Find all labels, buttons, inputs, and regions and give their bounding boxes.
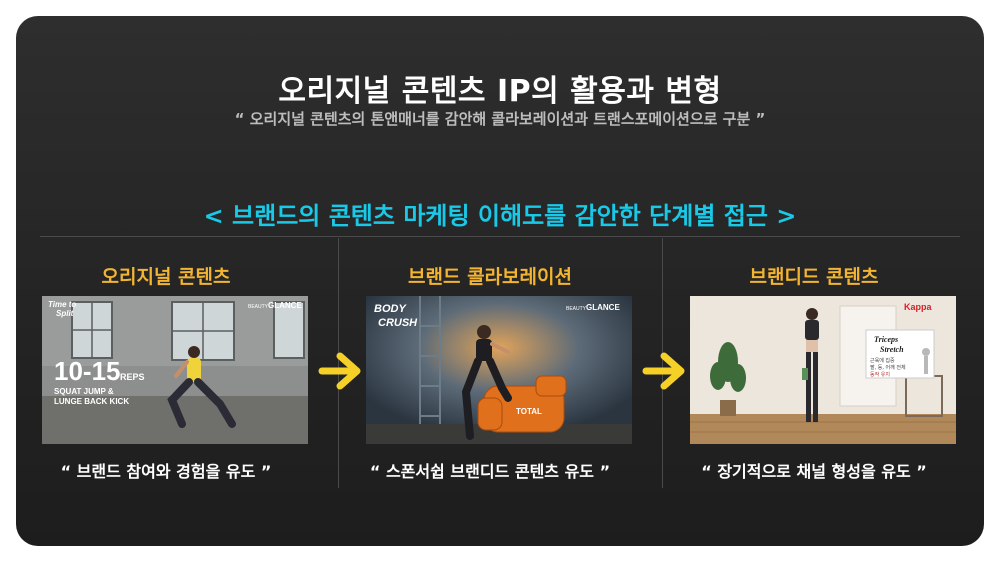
- thumbnail-original[interactable]: 10-15 REPS SQUAT JUMP & LUNGE BACK KICK …: [42, 296, 308, 444]
- column-title: 브랜드 콜라보레이션: [408, 266, 572, 288]
- divider-vertical: [662, 238, 663, 488]
- column-caption: “ 브랜드 참여와 경험을 유도 ”: [60, 462, 272, 481]
- column-caption: “ 장기적으로 채널 형성을 유도 ”: [701, 462, 927, 481]
- overlay-line2: LUNGE BACK KICK: [54, 397, 129, 406]
- slide: 오리지널 콘텐츠 IP의 활용과 변형 “ 오리지널 콘텐츠의 톤앤매너를 감안…: [16, 16, 984, 546]
- overlay-line1: SQUAT JUMP &: [54, 387, 114, 396]
- column-title: 브랜디드 콘텐츠: [749, 266, 879, 288]
- card-line2: 팔, 등, 어깨 전체: [870, 364, 906, 371]
- logo-prefix: BEAUTY: [566, 306, 587, 312]
- barrel-text: TOTAL: [516, 407, 542, 416]
- overlay-tag2: CRUSH: [378, 317, 418, 329]
- logo-glance: GLANCE: [268, 301, 302, 310]
- slide-subtitle: “ 오리지널 콘텐츠의 톤앤매너를 감안해 콜라보레이션과 트랜스포메이션으로 …: [234, 110, 766, 128]
- column-caption: “ 스폰서쉽 브랜디드 콘텐츠 유도 ”: [369, 462, 611, 481]
- approach-heading: < 브랜드의 콘텐츠 마케팅 이해도를 감안한 단계별 접근 >: [203, 202, 797, 230]
- logo-glance: GLANCE: [586, 303, 620, 312]
- card-title2: Stretch: [880, 345, 904, 354]
- card-line1: 근육에 집중: [870, 357, 895, 364]
- overlay-tag1: BODY: [374, 303, 407, 315]
- column-original: 오리지널 콘텐츠: [16, 238, 316, 498]
- divider-horizontal: [40, 236, 960, 237]
- divider-vertical: [338, 238, 339, 488]
- column-title: 오리지널 콘텐츠: [101, 266, 231, 288]
- overlay-big: 10-15: [54, 356, 121, 386]
- brand-kappa: Kappa: [904, 302, 933, 312]
- overlay-tag2: Split: [56, 309, 74, 318]
- logo-prefix: BEAUTY: [248, 304, 269, 310]
- card-line3: 동작 유지: [870, 371, 890, 378]
- overlay-tag1: Time to: [48, 300, 76, 309]
- column-collaboration: 브랜드 콜라보레이션: [340, 238, 640, 498]
- thumbnail-branded[interactable]: Kappa Triceps Stretch 근육에 집중 팔, 등, 어깨 전체…: [690, 296, 956, 444]
- overlay-reps: REPS: [120, 372, 145, 382]
- arrow-right-icon: [642, 351, 688, 391]
- slide-title: 오리지널 콘텐츠 IP의 활용과 변형: [278, 74, 722, 109]
- column-branded: 브랜디드 콘텐츠: [664, 238, 964, 498]
- thumbnail-collaboration[interactable]: TOTAL BODY CRUSH BEAUTY GLANCE: [366, 296, 632, 444]
- arrow-right-icon: [318, 351, 364, 391]
- card-title1: Triceps: [874, 335, 898, 344]
